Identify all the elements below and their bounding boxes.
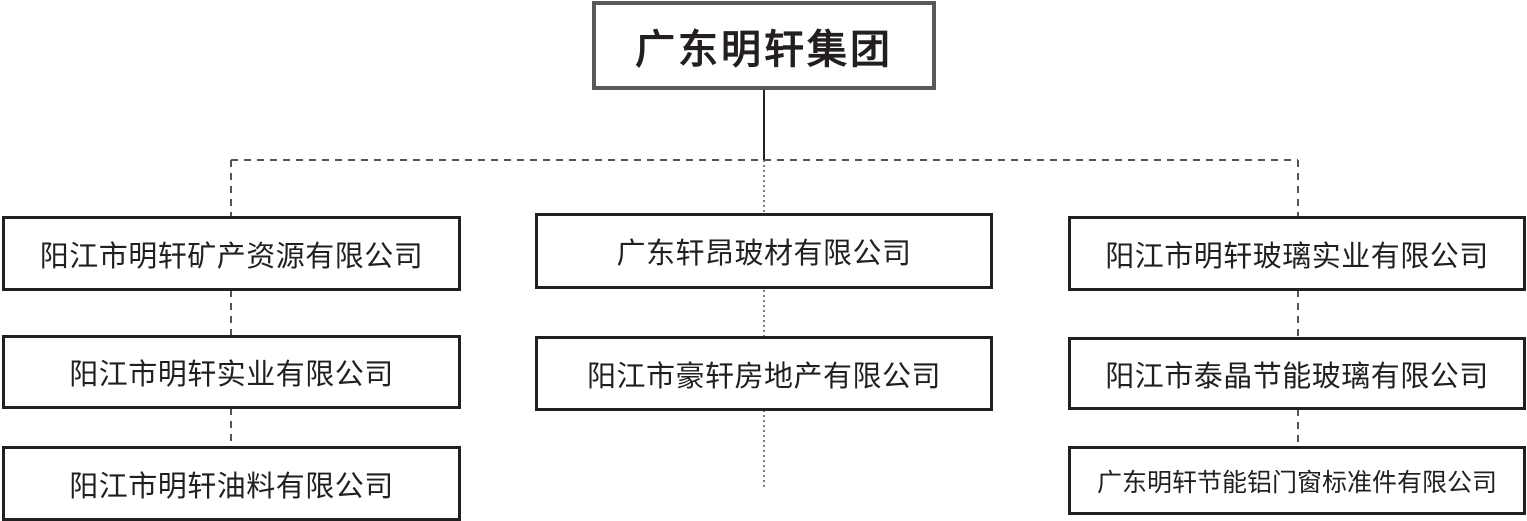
node-label: 阳江市明轩玻璃实业有限公司 (1105, 238, 1489, 273)
node-mingxuan-glass-industrial: 阳江市明轩玻璃实业有限公司 (1068, 216, 1526, 291)
node-label: 阳江市明轩油料有限公司 (69, 468, 394, 503)
node-mining-resources: 阳江市明轩矿产资源有限公司 (2, 216, 461, 291)
node-xuanang-glass-materials: 广东轩昂玻材有限公司 (535, 213, 993, 289)
node-taijing-energy-glass: 阳江市泰晶节能玻璃有限公司 (1068, 337, 1526, 410)
node-mingxuan-oil: 阳江市明轩油料有限公司 (2, 446, 461, 521)
node-label: 阳江市泰晶节能玻璃有限公司 (1105, 358, 1489, 393)
node-label: 阳江市明轩实业有限公司 (69, 357, 394, 391)
node-label: 阳江市明轩矿产资源有限公司 (39, 238, 424, 273)
node-label: 广东明轩节能铝门窗标准件有限公司 (1096, 467, 1497, 497)
node-mingxuan-industrial: 阳江市明轩实业有限公司 (2, 335, 461, 409)
root-node-label: 广东明轩集团 (635, 26, 893, 73)
node-label: 广东轩昂玻材有限公司 (616, 236, 912, 270)
node-label: 阳江市豪轩房地产有限公司 (586, 358, 941, 393)
node-haoxuan-real-estate: 阳江市豪轩房地产有限公司 (535, 336, 993, 411)
root-node: 广东明轩集团 (592, 1, 936, 90)
node-aluminum-window-parts: 广东明轩节能铝门窗标准件有限公司 (1068, 446, 1526, 515)
